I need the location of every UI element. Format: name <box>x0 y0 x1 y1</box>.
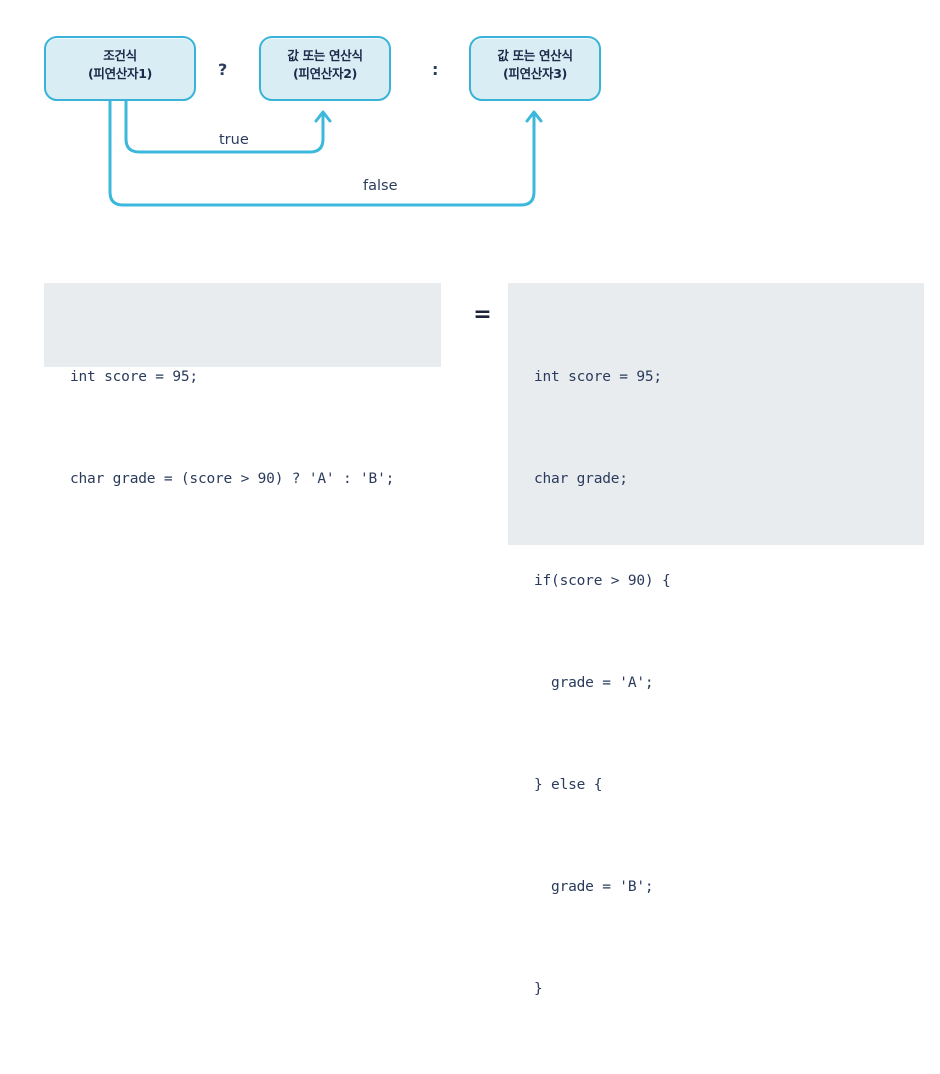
equals-sign: = <box>473 302 491 327</box>
node-condition: 조건식 (피연산자1) <box>44 36 196 101</box>
slide-canvas: 조건식 (피연산자1) ? 값 또는 연산식 (피연산자2) : 값 또는 연산… <box>0 0 940 997</box>
node-operand2-line1: 값 또는 연산식 <box>287 48 363 63</box>
code-line: grade = 'A'; <box>534 675 654 691</box>
code-line: } else { <box>534 777 603 793</box>
arrowhead-false <box>525 110 543 123</box>
flow-connectors <box>108 99 543 207</box>
code-line: char grade = (score > 90) ? 'A' : 'B'; <box>70 471 395 487</box>
separator-colon: : <box>432 60 439 79</box>
code-block-ternary: int score = 95; char grade = (score > 90… <box>44 283 441 487</box>
node-condition-line2: (피연산자1) <box>87 66 153 82</box>
wire-true <box>124 99 325 154</box>
node-operand3-line1: 값 또는 연산식 <box>497 48 573 63</box>
node-operand2-line2: (피연산자2) <box>292 66 358 82</box>
code-comparison: int score = 95; char grade = (score > 90… <box>44 283 924 997</box>
code-line: grade = 'B'; <box>534 879 654 895</box>
node-condition-line1: 조건식 <box>103 48 137 63</box>
node-operand3: 값 또는 연산식 (피연산자3) <box>469 36 601 101</box>
code-line: char grade; <box>534 471 628 487</box>
ternary-operator-diagram: 조건식 (피연산자1) ? 값 또는 연산식 (피연산자2) : 값 또는 연산… <box>0 0 940 240</box>
code-line: int score = 95; <box>70 369 198 385</box>
wire-false <box>108 99 536 207</box>
code-line: } <box>534 981 543 997</box>
code-line: if(score > 90) { <box>534 573 671 589</box>
code-line: int score = 95; <box>534 369 662 385</box>
code-block-if-else: int score = 95; char grade; if(score > 9… <box>508 283 924 997</box>
edge-label-false: false <box>358 178 403 194</box>
arrowhead-true <box>314 110 332 123</box>
node-operand3-line2: (피연산자3) <box>502 66 568 82</box>
edge-label-true: true <box>214 132 254 148</box>
node-operand2: 값 또는 연산식 (피연산자2) <box>259 36 391 101</box>
separator-question-mark: ? <box>218 60 228 79</box>
